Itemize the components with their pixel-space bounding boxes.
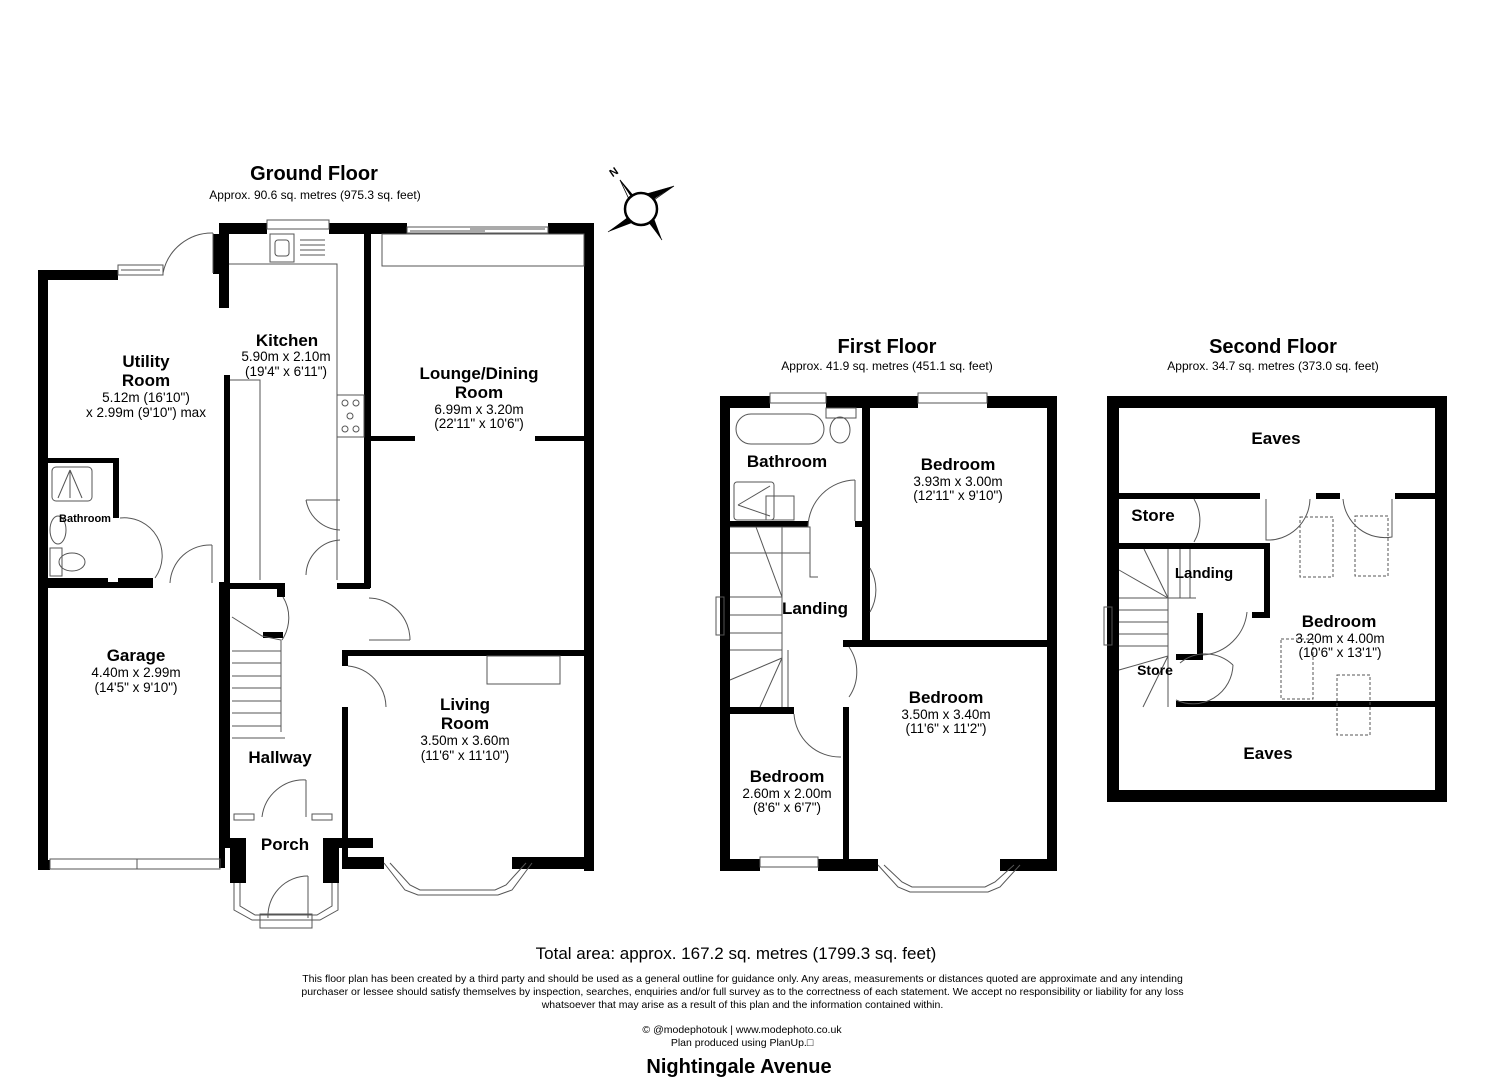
hallway-label: Hallway <box>248 748 312 767</box>
second-floor-area: Approx. 34.7 sq. metres (373.0 sq. feet) <box>1167 359 1379 373</box>
credit: © @modephotouk | www.modephoto.co.uk Pla… <box>592 1024 892 1050</box>
lounge-label: Lounge/Dining <box>420 364 539 383</box>
bedroom-2-dim-m: 3.50m x 3.40m <box>901 707 990 722</box>
compass-rose-icon: N <box>607 165 675 241</box>
disclaimer-line-2: purchaser or lessee should satisfy thems… <box>301 986 1184 998</box>
bedroom-3-label: Bedroom <box>750 767 825 786</box>
second-bedroom-label: Bedroom <box>1302 612 1377 631</box>
disclaimer-line-3: whatsoever that may arise as a result of… <box>541 999 944 1011</box>
lounge-label-2: Room <box>455 383 503 402</box>
living-room-dim-ft: (11'6" x 11'10") <box>421 748 510 763</box>
utility-room-label: Utility <box>122 352 170 371</box>
eaves-bottom-label: Eaves <box>1243 744 1292 763</box>
bedroom-2-dim-ft: (11'6" x 11'2") <box>905 721 986 736</box>
ground-floor-title: Ground Floor <box>250 163 378 185</box>
bedroom-2-label: Bedroom <box>909 688 984 707</box>
living-room-label: Living <box>440 695 490 714</box>
total-area: Total area: approx. 167.2 sq. metres (17… <box>535 944 937 963</box>
disclaimer: This floor plan has been created by a th… <box>200 973 1285 1012</box>
bedroom-3-dim-ft: (8'6" x 6'7") <box>753 800 821 815</box>
eaves-top-label: Eaves <box>1251 429 1300 448</box>
credit-line-2: Plan produced using PlanUp.□ <box>670 1037 814 1049</box>
first-bathroom-label: Bathroom <box>747 452 827 471</box>
bedroom-1-dim-ft: (12'11" x 9'10") <box>913 488 1003 503</box>
bedroom-1-label: Bedroom <box>921 455 996 474</box>
utility-room-label-2: Room <box>122 371 170 390</box>
lounge-dim-m: 6.99m x 3.20m <box>434 402 523 417</box>
living-room-dim-m: 3.50m x 3.60m <box>420 733 509 748</box>
bedroom-1-dim-m: 3.93m x 3.00m <box>913 474 1002 489</box>
ground-floor-walls <box>38 223 594 883</box>
porch-label: Porch <box>261 835 309 854</box>
utility-room-dim-1: 5.12m (16'10") <box>102 390 190 405</box>
property-address: Nightingale Avenue <box>646 1056 832 1078</box>
garage-dim-m: 4.40m x 2.99m <box>91 665 180 680</box>
second-floor-walls <box>1107 396 1447 802</box>
disclaimer-line-1: This floor plan has been created by a th… <box>302 973 1183 985</box>
kitchen-dim-ft: (19'4" x 6'11") <box>245 364 327 379</box>
store-top-label: Store <box>1131 506 1174 525</box>
ground-floor-fixtures <box>49 219 585 929</box>
second-floor-title: Second Floor <box>1209 336 1337 358</box>
first-floor-title: First Floor <box>837 336 937 358</box>
first-floor-walls <box>720 396 1057 871</box>
second-bedroom-dim-ft: (10'6" x 13'1") <box>1298 645 1381 660</box>
second-floor-fixtures <box>1103 498 1393 736</box>
compass-north-label: N <box>607 165 620 179</box>
ground-floor-area: Approx. 90.6 sq. metres (975.3 sq. feet) <box>209 188 421 202</box>
first-floor-area: Approx. 41.9 sq. metres (451.1 sq. feet) <box>781 359 993 373</box>
credit-line-1: © @modephotouk | www.modephoto.co.uk <box>642 1024 842 1036</box>
utility-room-dim-2: x 2.99m (9'10") max <box>86 405 206 420</box>
second-landing-label: Landing <box>1175 565 1233 582</box>
lounge-dim-ft: (22'11" x 10'6") <box>434 416 524 431</box>
living-room-label-2: Room <box>441 714 489 733</box>
bedroom-3-dim-m: 2.60m x 2.00m <box>742 786 831 801</box>
first-floor-fixtures <box>715 392 1021 893</box>
garage-label: Garage <box>107 646 166 665</box>
first-landing-label: Landing <box>782 599 848 618</box>
garage-dim-ft: (14'5" x 9'10") <box>94 680 177 695</box>
kitchen-dim-m: 5.90m x 2.10m <box>241 349 330 364</box>
store-bottom-label: Store <box>1137 662 1173 678</box>
ground-bathroom-label: Bathroom <box>59 513 111 525</box>
second-bedroom-dim-m: 3.20m x 4.00m <box>1295 631 1384 646</box>
kitchen-label: Kitchen <box>256 331 318 350</box>
